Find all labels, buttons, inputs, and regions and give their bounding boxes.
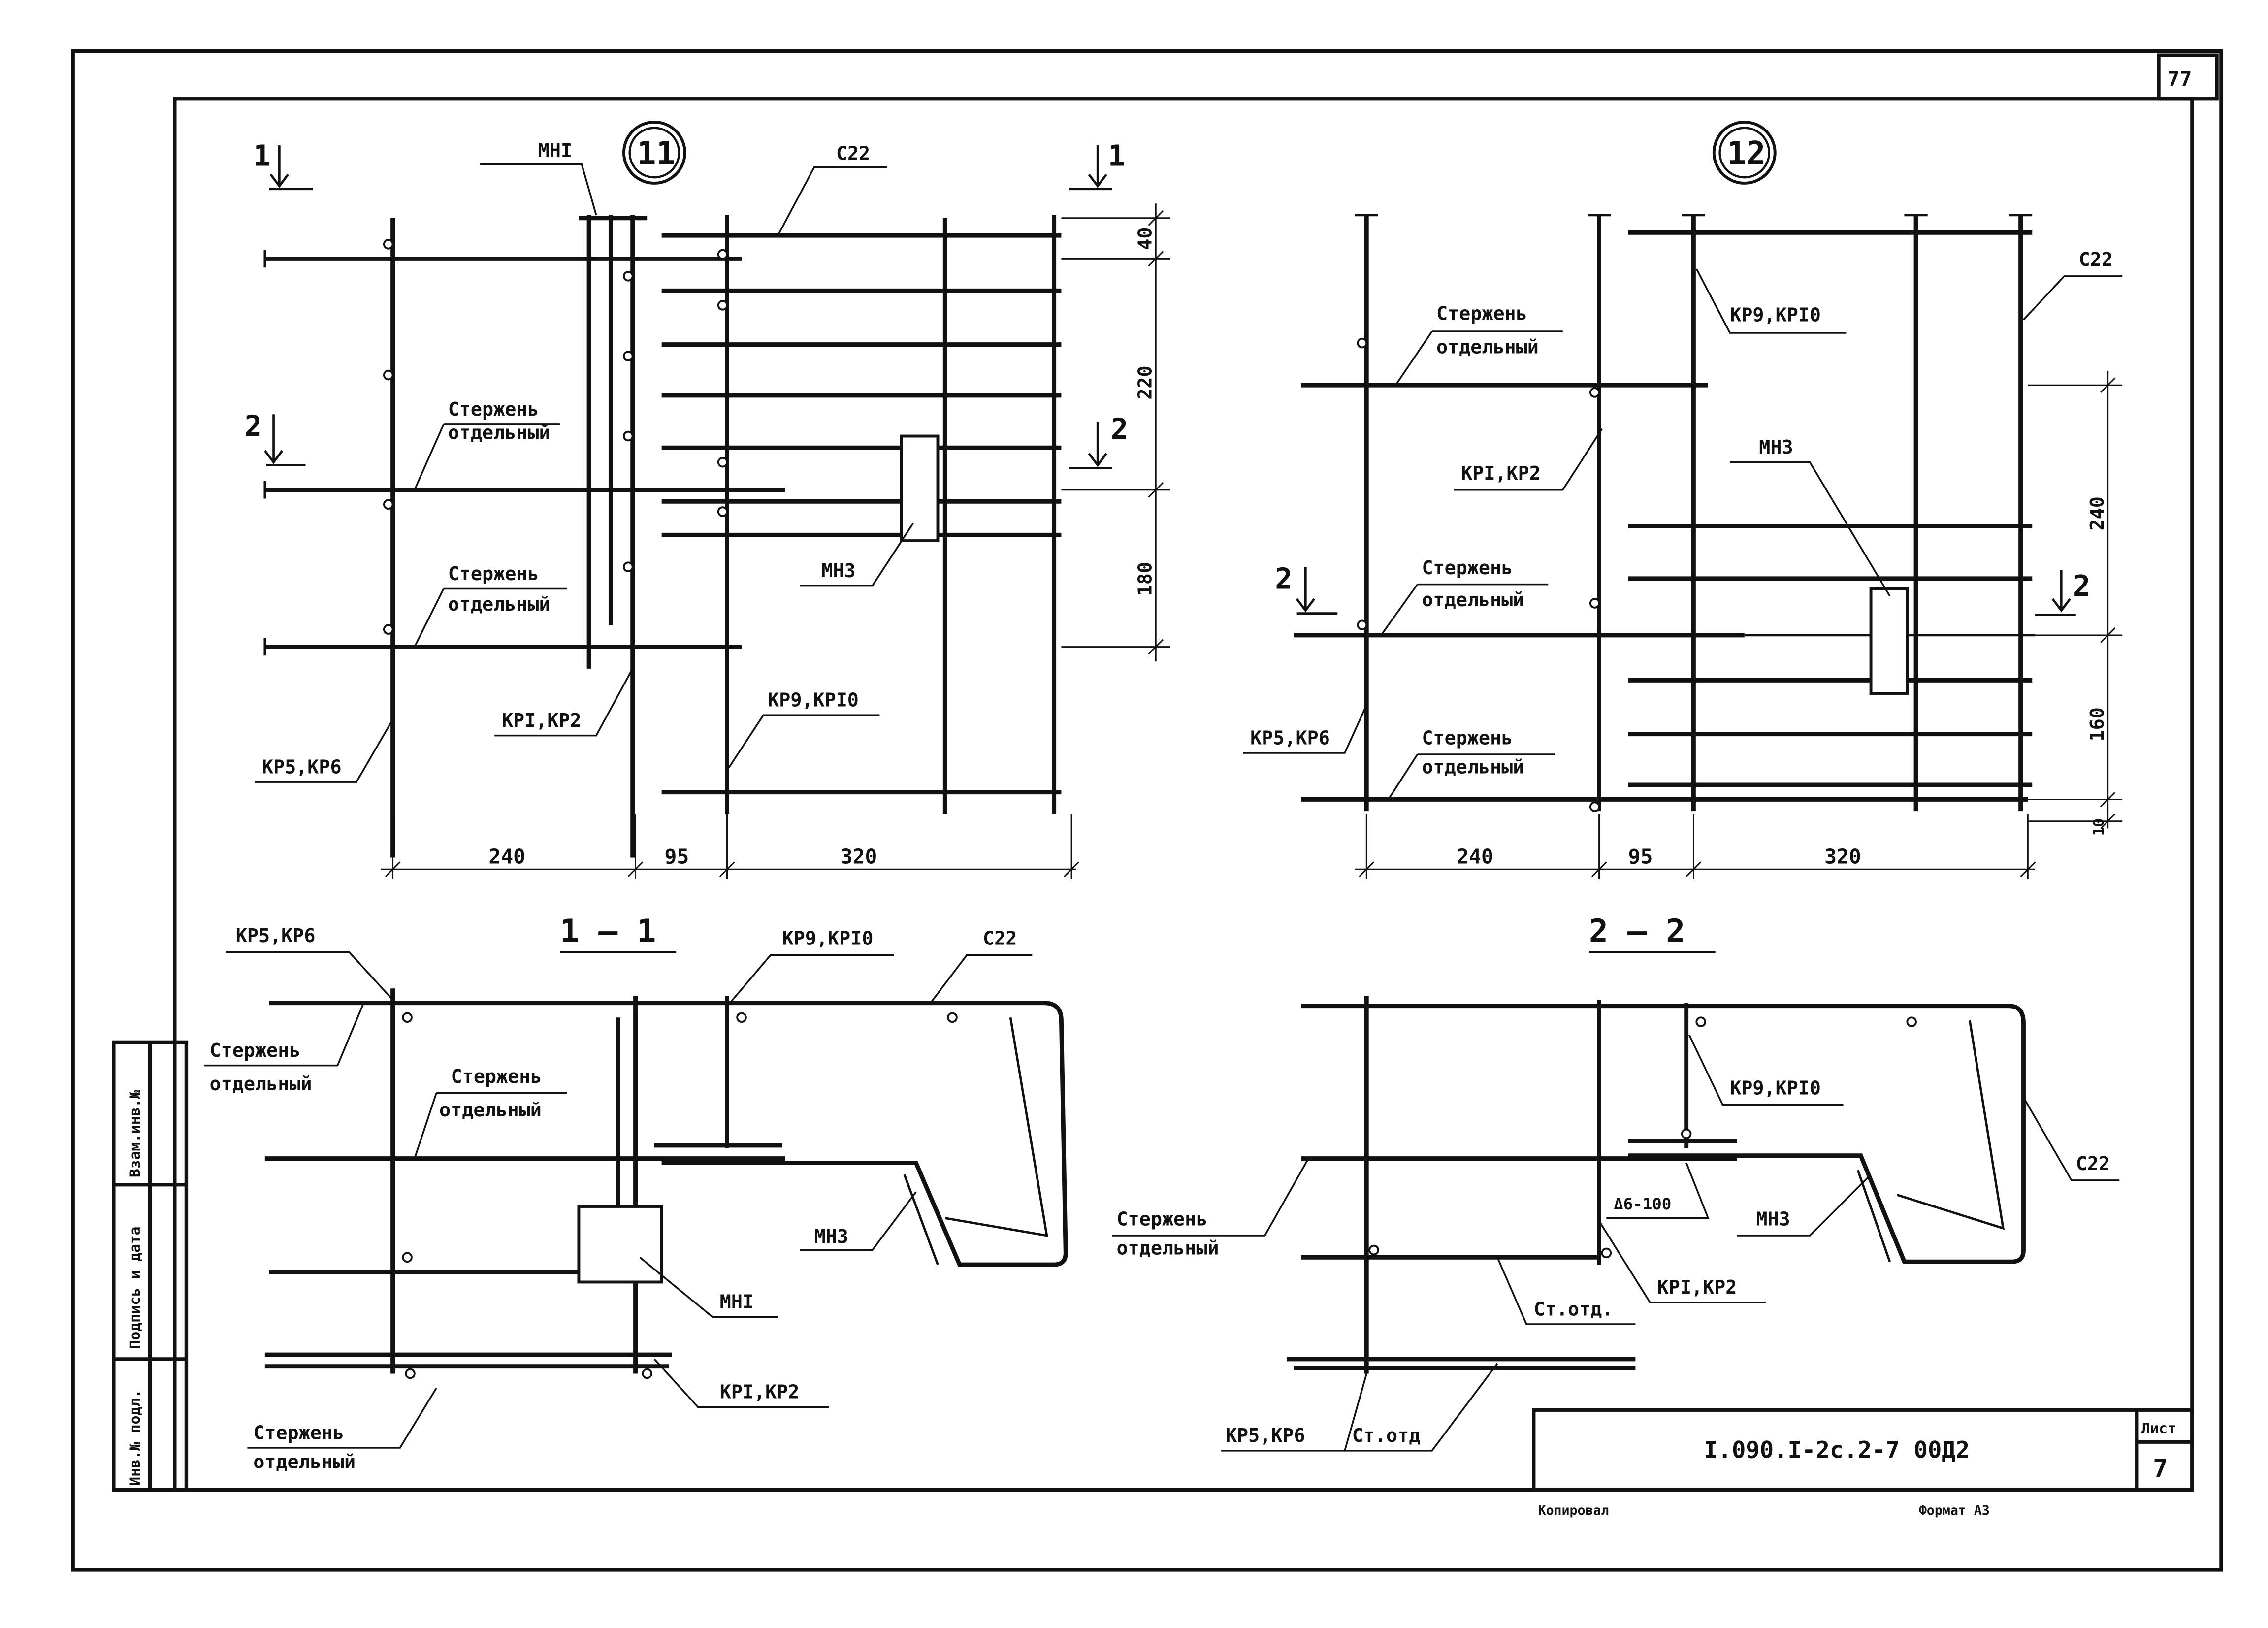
label-mn1: МНI bbox=[720, 1291, 754, 1313]
label-rod-2b: отдельный bbox=[439, 1099, 542, 1121]
footer-format: Формат А3 bbox=[1919, 1503, 1990, 1518]
label-rod-2b: отдельный bbox=[448, 593, 551, 616]
dim-320: 320 bbox=[841, 845, 877, 868]
label-rod-1b: отдельный bbox=[210, 1073, 312, 1095]
marker-11: 11 bbox=[637, 135, 675, 172]
section-title: 1 — 1 bbox=[560, 913, 656, 950]
label-mn3: МН3 bbox=[821, 560, 855, 582]
label-c22: С22 bbox=[836, 143, 870, 165]
footer-copied: Копировал bbox=[1538, 1503, 1609, 1518]
label-kp5-kp6: КР5,КР6 bbox=[1250, 727, 1330, 749]
label-rod-a: Стержень bbox=[1117, 1208, 1208, 1230]
label-kp1-kp2: КРI,КР2 bbox=[1657, 1276, 1737, 1299]
section-1-1: 1 — 1 КР5,КР6 КР9,КРI0 С22 Стержень отде… bbox=[203, 913, 1068, 1473]
section-title: 2 — 2 bbox=[1589, 913, 1685, 950]
dim-160: 160 bbox=[2086, 707, 2108, 741]
stamp-cell-signature: Подпись и дата bbox=[127, 1227, 143, 1349]
label-rod-1a: Стержень bbox=[210, 1040, 301, 1062]
label-kp1-kp2: КРI,КР2 bbox=[720, 1381, 800, 1403]
label-mn1: МНI bbox=[538, 140, 572, 162]
section-mark: 1 bbox=[1108, 139, 1126, 173]
dim-95: 95 bbox=[1628, 845, 1653, 868]
label-kp1-kp2: КРI,КР2 bbox=[1461, 462, 1541, 485]
section-mark: 1 bbox=[253, 139, 271, 173]
dim-220: 220 bbox=[1134, 365, 1156, 399]
dim-240: 240 bbox=[2086, 496, 2108, 530]
dim-240: 240 bbox=[1457, 845, 1493, 868]
label-rod-3b: отдельный bbox=[1422, 756, 1524, 778]
label-c22: С22 bbox=[2076, 1153, 2110, 1175]
label-mn3: МН3 bbox=[1756, 1208, 1790, 1230]
label-rod-b: отдельный bbox=[1117, 1237, 1219, 1259]
label-st-otd-1: Ст.отд. bbox=[1534, 1298, 1614, 1320]
section-mark: 2 bbox=[1111, 412, 1129, 446]
label-rod-1a: Стержень bbox=[448, 398, 539, 421]
label-rod-3a: Стержень bbox=[1422, 727, 1513, 749]
label-c22: С22 bbox=[983, 928, 1017, 950]
label-kp5-kp6: КР5,КР6 bbox=[262, 756, 342, 778]
label-weld: Δ6-100 bbox=[1614, 1195, 1671, 1213]
section-2-2: 2 — 2 КР9,КРI0 С22 Δ6-100 МН3 Стержень о… bbox=[1112, 913, 2120, 1452]
dim-95: 95 bbox=[665, 845, 689, 868]
label-c22: С22 bbox=[2079, 249, 2113, 271]
stamp-cell-replacement: Взам.инв.№ bbox=[127, 1090, 143, 1177]
label-rod-1a: Стержень bbox=[1436, 302, 1527, 325]
label-mn3: МН3 bbox=[814, 1226, 848, 1248]
label-rod-2a: Стержень bbox=[1422, 557, 1513, 579]
sheet-frame: 77 bbox=[71, 49, 2223, 1572]
label-kp5-kp6: КР5,КР6 bbox=[1226, 1425, 1305, 1447]
label-rod-2a: Стержень bbox=[451, 1066, 542, 1088]
label-rod-1b: отдельный bbox=[1436, 336, 1539, 358]
sheet-corner-number: 77 bbox=[2168, 67, 2192, 91]
label-kp9-kp10: КР9,КРI0 bbox=[1730, 304, 1821, 326]
approval-stamp: Взам.инв.№ Подпись и дата Инв.№ подл. bbox=[112, 1040, 189, 1492]
dim-10: 10 bbox=[2090, 818, 2107, 836]
section-mark: 2 bbox=[245, 409, 262, 443]
dim-40: 40 bbox=[1134, 228, 1156, 250]
document-code: I.090.I-2с.2-7 00Д2 bbox=[1704, 1437, 1970, 1464]
dim-180: 180 bbox=[1134, 562, 1156, 596]
label-rod-3a: Стержень bbox=[253, 1422, 344, 1444]
sheet-label: Лист bbox=[2141, 1420, 2176, 1436]
sheet-number: 7 bbox=[2153, 1454, 2168, 1483]
label-st-otd-2: Ст.отд bbox=[1352, 1425, 1421, 1447]
section-mark: 2 bbox=[1275, 561, 1293, 595]
label-rod-3b: отдельный bbox=[253, 1451, 356, 1473]
label-mn3: МН3 bbox=[1759, 436, 1793, 458]
drawing-12: 12 2 2 240 160 10 240 95 320 Стержень от… bbox=[1243, 120, 2123, 879]
stamp-cell-inventory: Инв.№ подл. bbox=[127, 1389, 143, 1485]
section-mark: 2 bbox=[2073, 569, 2091, 603]
label-rod-2a: Стержень bbox=[448, 563, 539, 585]
label-kp9-kp10: КР9,КРI0 bbox=[1730, 1077, 1821, 1100]
drawing-11: 11 1 1 2 2 40 220 180 240 95 320 bbox=[245, 120, 1170, 879]
dim-240: 240 bbox=[488, 845, 525, 868]
marker-12: 12 bbox=[1727, 135, 1765, 172]
label-kp9-kp10: КР9,КРI0 bbox=[782, 928, 874, 950]
label-rod-2b: отдельный bbox=[1422, 589, 1524, 611]
label-rod-1b: отдельный bbox=[448, 422, 551, 444]
label-kp5-kp6: КР5,КР6 bbox=[236, 925, 316, 947]
label-kp9-kp10: КР9,КРI0 bbox=[768, 689, 859, 712]
label-kp1-kp2: КРI,КР2 bbox=[502, 710, 582, 732]
title-block: I.090.I-2с.2-7 00Д2 Лист 7 bbox=[1532, 1408, 2194, 1492]
dim-320: 320 bbox=[1824, 845, 1861, 868]
